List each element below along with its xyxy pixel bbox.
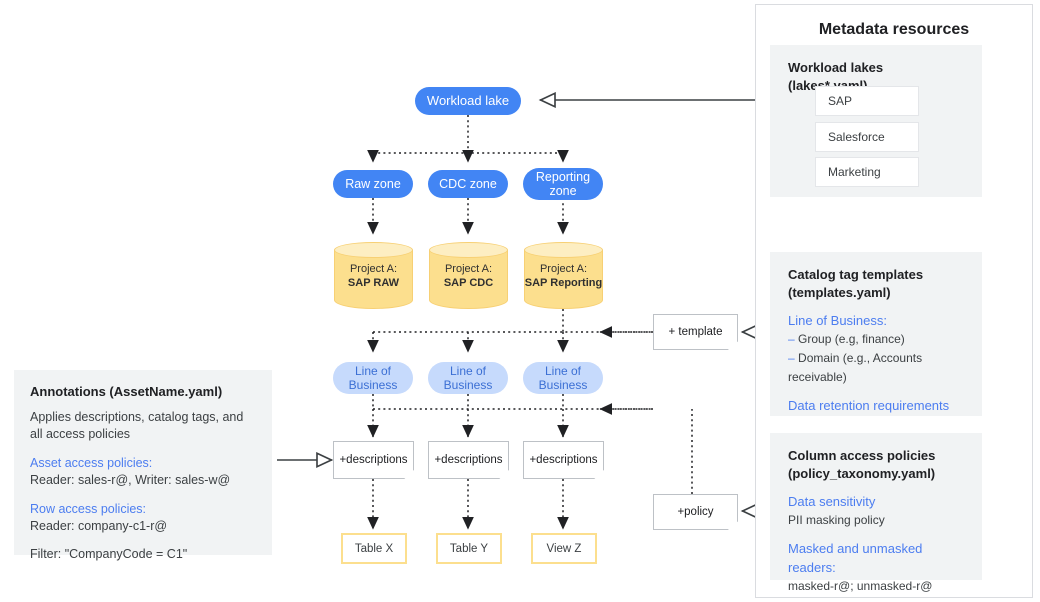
catalog-retention-label: Data retention requirements: [788, 398, 950, 413]
metadata-resources-title: Metadata resources: [818, 21, 970, 38]
node-table-y-label: Table Y: [449, 542, 489, 555]
bullet-text: Group (e.g, finance): [798, 332, 905, 346]
spacer: [788, 483, 964, 492]
node-policy-note[interactable]: +policy: [653, 494, 738, 530]
lake-card-marketing-label: Marketing: [828, 165, 881, 179]
node-descriptions-1[interactable]: +descriptions: [333, 441, 414, 479]
cylinder-top: [524, 242, 603, 258]
node-project-sap-reporting[interactable]: Project A: SAP Reporting: [524, 242, 603, 309]
project-name: SAP Reporting: [524, 276, 603, 289]
node-line-of-business-3[interactable]: Line of Business: [523, 362, 603, 394]
node-project-sap-cdc-label: Project A: SAP CDC: [429, 242, 508, 309]
lake-card-sap-label: SAP: [828, 94, 853, 108]
node-template-note[interactable]: + template: [653, 314, 738, 350]
node-descriptions-3-label: +descriptions: [529, 454, 598, 466]
cylinder-top: [334, 242, 413, 258]
project-name: SAP RAW: [347, 276, 400, 289]
node-view-z[interactable]: View Z: [531, 533, 597, 564]
node-raw-zone[interactable]: Raw zone: [333, 170, 413, 198]
node-descriptions-1-label: +descriptions: [339, 454, 408, 466]
masked-readers-value: masked-r@; unmasked-r@: [788, 579, 933, 593]
data-sensitivity-label: Data sensitivity: [788, 494, 876, 509]
asset-access-policies-value: Reader: sales-r@, Writer: sales-w@: [30, 473, 231, 487]
node-template-note-label: + template: [668, 326, 723, 338]
lake-card-salesforce-label: Salesforce: [828, 130, 885, 144]
bullet-text: Domain (e.g., Accounts receivable): [788, 351, 923, 384]
project-prefix: Project A:: [349, 262, 398, 275]
node-project-sap-reporting-label: Project A: SAP Reporting: [524, 242, 603, 309]
lob-label-line1: Line of: [354, 364, 392, 378]
bullet-dash: –: [788, 332, 795, 346]
annotations-description: Applies descriptions, catalog tags, and …: [30, 410, 244, 441]
node-descriptions-3[interactable]: +descriptions: [523, 441, 604, 479]
node-line-of-business-1[interactable]: Line of Business: [333, 362, 413, 394]
node-raw-zone-label: Raw zone: [345, 177, 401, 191]
lob-label-line1: Line of: [544, 364, 582, 378]
annotations-panel: Annotations (AssetName.yaml) Applies des…: [14, 370, 272, 561]
lob-label-line2: Business: [348, 378, 398, 392]
project-name: SAP CDC: [443, 276, 494, 289]
catalog-templates-title-line1: Catalog tag templates: [788, 267, 924, 282]
spacer: [788, 530, 964, 539]
lake-card-salesforce[interactable]: Salesforce: [815, 122, 919, 152]
cylinder-body: [524, 250, 603, 300]
spacer: [788, 387, 964, 396]
cylinder-body: [334, 250, 413, 300]
column-policies-title-line2: (policy_taxonomy.yaml): [788, 466, 936, 481]
lake-card-sap[interactable]: SAP: [815, 86, 919, 116]
node-project-sap-raw-label: Project A: SAP RAW: [334, 242, 413, 309]
column-policies-title-line1: Column access policies: [788, 448, 936, 463]
project-prefix: Project A:: [539, 262, 588, 275]
annotations-filter-value: Filter: "CompanyCode = C1": [30, 547, 188, 561]
node-view-z-label: View Z: [546, 542, 582, 555]
node-policy-note-label: +policy: [677, 506, 714, 518]
project-prefix: Project A:: [444, 262, 493, 275]
catalog-bullet-domain: – Domain (e.g., Accounts receivable): [788, 349, 964, 387]
node-line-of-business-2[interactable]: Line of Business: [428, 362, 508, 394]
column-policies-panel: Column access policies (policy_taxonomy.…: [770, 433, 982, 593]
node-reporting-zone-label: Reporting zone: [535, 170, 591, 198]
cylinder-top: [429, 242, 508, 258]
data-sensitivity-value: PII masking policy: [788, 513, 885, 527]
catalog-templates-panel: Catalog tag templates (templates.yaml) L…: [770, 252, 982, 416]
node-workload-lake[interactable]: Workload lake: [415, 87, 521, 115]
cylinder-body: [429, 250, 508, 300]
row-access-policies-label: Row access policies:: [30, 502, 147, 516]
node-cdc-zone-label: CDC zone: [439, 177, 497, 191]
node-workload-lake-label: Workload lake: [426, 93, 510, 108]
node-table-x-label: Table X: [354, 542, 394, 555]
node-table-y[interactable]: Table Y: [436, 533, 502, 564]
lob-label-line2: Business: [538, 378, 588, 392]
catalog-bullet-group: – Group (e.g, finance): [788, 330, 964, 349]
row-access-policies-value: Reader: company-c1-r@: [30, 519, 168, 533]
node-descriptions-2-label: +descriptions: [434, 454, 503, 466]
spacer: [788, 302, 964, 311]
lake-card-marketing[interactable]: Marketing: [815, 157, 919, 187]
node-table-x[interactable]: Table X: [341, 533, 407, 564]
annotations-title: Annotations (AssetName.yaml): [30, 384, 223, 399]
catalog-lob-label: Line of Business:: [788, 313, 888, 328]
node-project-sap-raw[interactable]: Project A: SAP RAW: [334, 242, 413, 309]
node-cdc-zone[interactable]: CDC zone: [428, 170, 508, 198]
lob-label-line1: Line of: [449, 364, 487, 378]
node-reporting-zone[interactable]: Reporting zone: [523, 168, 603, 200]
lob-label-line2: Business: [443, 378, 493, 392]
masked-readers-label: Masked and unmasked readers:: [788, 541, 923, 575]
asset-access-policies-label: Asset access policies:: [30, 456, 153, 470]
node-descriptions-2[interactable]: +descriptions: [428, 441, 509, 479]
node-project-sap-cdc[interactable]: Project A: SAP CDC: [429, 242, 508, 309]
bullet-dash: –: [788, 351, 795, 365]
catalog-templates-title-line2: (templates.yaml): [788, 285, 891, 300]
